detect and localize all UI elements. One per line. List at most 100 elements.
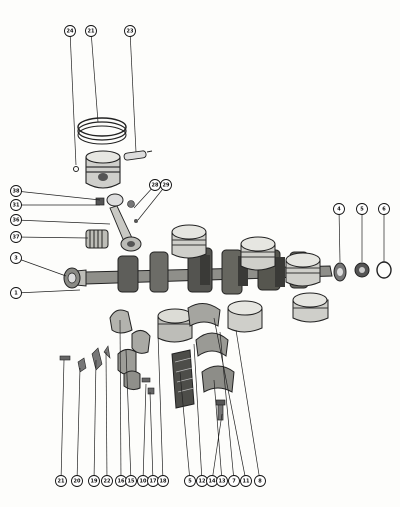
callout-number: 1	[14, 290, 18, 296]
callout-circle	[240, 475, 252, 487]
leader-line	[213, 317, 247, 482]
leader-line	[125, 349, 132, 482]
retainer-clip-icon	[77, 345, 111, 373]
piston-pin-icon	[123, 150, 153, 161]
callout-number: 11	[243, 478, 250, 484]
installed-piston-icon	[171, 224, 207, 259]
callout-number: 19	[91, 478, 98, 484]
callout-36: 36	[10, 214, 22, 226]
callout-22: 22	[101, 475, 113, 487]
leader-line	[179, 371, 191, 482]
callout-12: 12	[196, 475, 208, 487]
o-ring-icon	[376, 261, 392, 279]
callout-circle	[124, 25, 136, 37]
callout-29: 29	[160, 179, 172, 191]
seal-icon	[354, 262, 370, 278]
callout-circle	[254, 475, 266, 487]
callout-circle	[10, 199, 22, 211]
leader-line	[15, 257, 67, 277]
leader-line	[15, 236, 89, 239]
callout-circle	[10, 214, 22, 226]
callout-number: 31	[13, 202, 20, 208]
connecting-rod-icon	[85, 193, 142, 252]
leader-line	[149, 391, 154, 482]
front-bearing-icon	[63, 267, 81, 289]
callout-circle	[125, 475, 137, 487]
leader-line	[15, 190, 101, 201]
callout-number: 23	[127, 28, 134, 34]
callout-8: 8	[254, 475, 266, 487]
callout-number: 13	[219, 478, 226, 484]
callout-4: 4	[333, 203, 345, 215]
callout-11: 11	[240, 475, 252, 487]
callout-number: 12	[199, 478, 206, 484]
callout-number: 24	[67, 28, 74, 34]
leader-line	[15, 219, 111, 225]
rod-cap-icon	[109, 309, 151, 391]
piston-rings-icon	[77, 117, 127, 145]
leader-lines	[15, 30, 385, 482]
callout-19: 19	[88, 475, 100, 487]
rear-bearing-icon	[333, 262, 347, 282]
callout-number: 3	[14, 255, 18, 261]
callout-number: 36	[13, 217, 20, 223]
callout-5: 5	[184, 475, 196, 487]
callout-31: 31	[10, 199, 22, 211]
callout-number: 21	[88, 28, 95, 34]
installed-piston-icon	[240, 236, 276, 271]
leader-line	[137, 184, 167, 221]
callout-circle	[10, 287, 22, 299]
callout-number: 17	[150, 478, 157, 484]
installed-piston-icon	[157, 308, 193, 343]
callout-circle	[10, 231, 22, 243]
leader-line	[60, 359, 65, 482]
callout-circle	[157, 475, 169, 487]
callout-circle	[88, 475, 100, 487]
callout-number: 8	[258, 478, 262, 484]
callout-16: 16	[115, 475, 127, 487]
callout-5: 5	[356, 203, 368, 215]
bearing-race-icon	[187, 303, 235, 393]
callout-17: 17	[147, 475, 159, 487]
callout-14: 14	[206, 475, 218, 487]
leader-line	[213, 379, 223, 482]
callout-circle	[55, 475, 67, 487]
callout-24: 24	[64, 25, 76, 37]
leader-line	[235, 329, 261, 482]
callout-circle	[10, 252, 22, 264]
callout-6: 6	[378, 203, 390, 215]
leader-line	[90, 30, 99, 123]
callout-number: 21	[58, 478, 65, 484]
callout-circle	[160, 179, 172, 191]
piston-icon	[85, 150, 121, 189]
leader-line	[129, 30, 137, 153]
callout-10: 10	[137, 475, 149, 487]
callout-circle	[333, 203, 345, 215]
callout-number: 28	[152, 182, 159, 188]
callout-15: 15	[125, 475, 137, 487]
callout-circle	[85, 25, 97, 37]
callout-21: 21	[85, 25, 97, 37]
leader-line	[219, 331, 235, 482]
callout-circle	[71, 475, 83, 487]
leader-line	[157, 333, 164, 482]
callout-circle	[64, 25, 76, 37]
callout-21: 21	[55, 475, 67, 487]
callout-23: 23	[124, 25, 136, 37]
callout-number: 5	[360, 206, 364, 212]
leader-line	[193, 343, 203, 482]
callout-37: 37	[10, 231, 22, 243]
callout-number: 6	[382, 206, 386, 212]
leader-line	[119, 319, 122, 482]
bearing-cage-icon	[171, 349, 195, 409]
callout-number: 20	[74, 478, 81, 484]
leader-line	[338, 208, 341, 263]
callout-38: 38	[10, 185, 22, 197]
callout-3: 3	[10, 252, 22, 264]
callout-circle	[216, 475, 228, 487]
leader-line	[93, 359, 97, 482]
callout-13: 13	[216, 475, 228, 487]
callout-18: 18	[157, 475, 169, 487]
